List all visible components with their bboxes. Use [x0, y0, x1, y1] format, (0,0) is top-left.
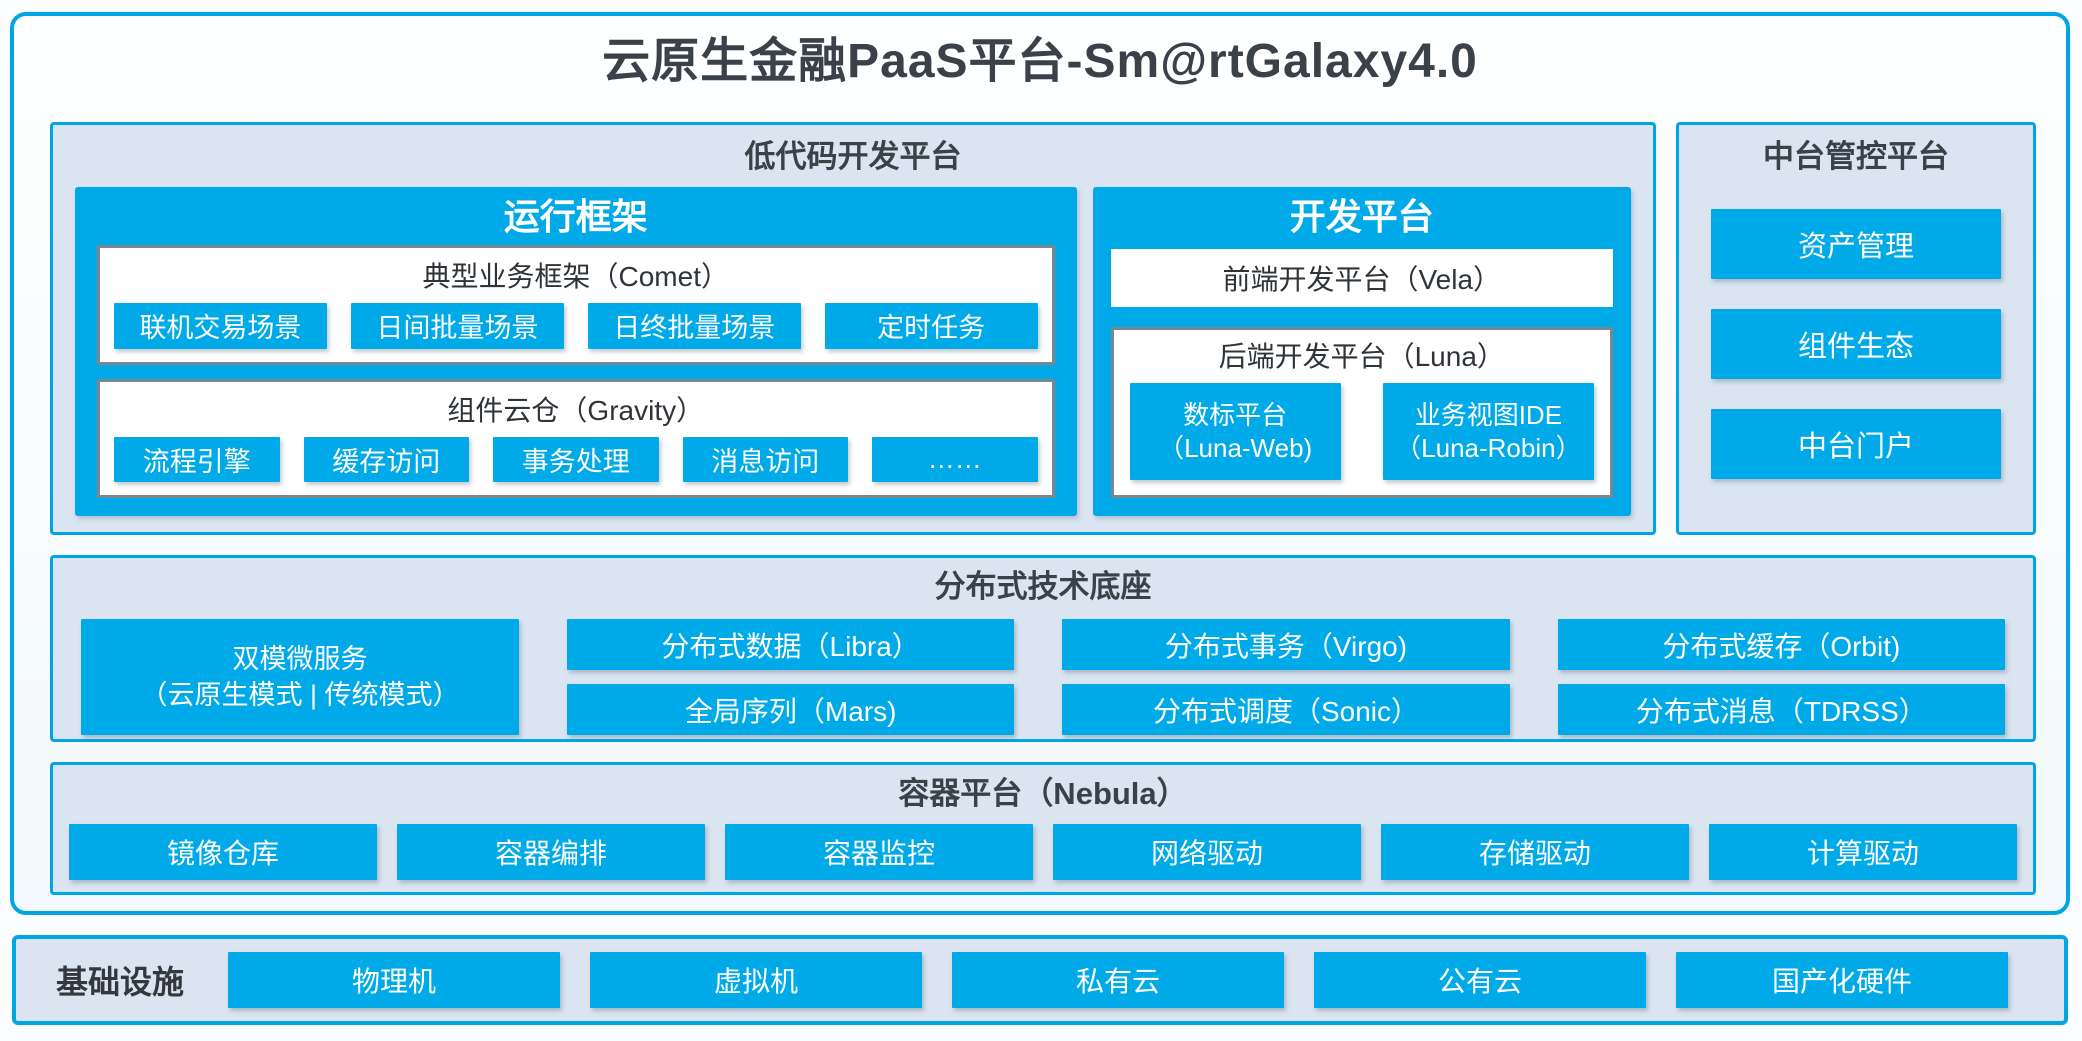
distributed-item-orbit: 分布式缓存（Orbit) [1557, 619, 2005, 670]
comet-item: 定时任务 [824, 303, 1038, 349]
container-item-monitoring: 容器监控 [725, 824, 1033, 880]
container-panel-title: 容器平台（Nebula） [898, 776, 1188, 811]
midplat-item-portal: 中台门户 [1711, 409, 2001, 479]
gravity-box: 组件云仓（Gravity） 流程引擎 缓存访问 事务处理 消息访问 …… [97, 378, 1055, 498]
lowcode-body: 运行框架 典型业务框架（Comet） 联机交易场景 日间批量场景 日终批量场景 … [75, 187, 1631, 516]
runtime-framework-box: 运行框架 典型业务框架（Comet） 联机交易场景 日间批量场景 日终批量场景 … [75, 187, 1077, 516]
infrastructure-label: 基础设施 [56, 964, 185, 1000]
distributed-item-libra: 分布式数据（Libra） [567, 619, 1015, 670]
gravity-item: 事务处理 [493, 436, 659, 482]
comet-title: 典型业务框架（Comet） [422, 261, 729, 292]
luna-item-line2: （Luna-Robin） [1395, 432, 1582, 463]
gravity-item: 缓存访问 [303, 436, 469, 482]
dual-microservice-box: 双模微服务 （云原生模式 | 传统模式） [81, 619, 519, 735]
runtime-stack: 典型业务框架（Comet） 联机交易场景 日间批量场景 日终批量场景 定时任务 … [75, 245, 1077, 516]
gravity-item: 消息访问 [682, 436, 848, 482]
page-title: 云原生金融PaaS平台-Sm@rtGalaxy4.0 [602, 35, 1478, 88]
distributed-item-virgo: 分布式事务（Virgo) [1062, 619, 1510, 670]
distributed-col: 分布式事务（Virgo) 分布式调度（Sonic） [1062, 619, 1510, 735]
luna-item-web: 数标平台 （Luna-Web) [1129, 383, 1341, 480]
distributed-item-mars: 全局序列（Mars) [567, 684, 1015, 735]
distributed-col: 分布式数据（Libra） 全局序列（Mars) [567, 619, 1015, 735]
midplat-panel: 中台管控平台 资产管理 组件生态 中台门户 [1676, 122, 2036, 535]
container-item-registry: 镜像仓库 [69, 824, 377, 880]
gravity-item: 流程引擎 [114, 436, 280, 482]
infrastructure-panel: 基础设施 物理机 虚拟机 私有云 公有云 国产化硬件 [12, 935, 2068, 1025]
midplat-item-ecosystem: 组件生态 [1711, 309, 2001, 379]
infra-item-public-cloud: 公有云 [1314, 952, 1647, 1008]
dual-microservice-line2: （云原生模式 | 传统模式） [140, 680, 460, 710]
gravity-title: 组件云仓（Gravity） [447, 394, 705, 426]
luna-box: 后端开发平台（Luna） 数标平台 （Luna-Web) 业务视图IDE （Lu… [1110, 327, 1613, 498]
luna-title: 后端开发平台（Luna） [1218, 341, 1505, 372]
midplat-items: 资产管理 组件生态 中台门户 [1711, 209, 2001, 479]
dev-platform-box: 开发平台 前端开发平台（Vela） 后端开发平台（Luna） 数标平台 （Lun… [1092, 187, 1631, 516]
comet-box: 典型业务框架（Comet） 联机交易场景 日间批量场景 日终批量场景 定时任务 [97, 245, 1055, 365]
gravity-items: 流程引擎 缓存访问 事务处理 消息访问 …… [114, 436, 1038, 482]
platform-frame: 云原生金融PaaS平台-Sm@rtGalaxy4.0 低代码开发平台 运行框架 … [10, 12, 2070, 915]
comet-item: 日终批量场景 [587, 303, 801, 349]
vela-box: 前端开发平台（Vela） [1110, 249, 1613, 307]
gravity-item-ellipsis: …… [872, 436, 1038, 482]
comet-items: 联机交易场景 日间批量场景 日终批量场景 定时任务 [114, 303, 1038, 349]
luna-item-line2: （Luna-Web) [1158, 432, 1313, 463]
lowcode-panel: 低代码开发平台 运行框架 典型业务框架（Comet） 联机交易场景 日间批量场景… [50, 122, 1656, 535]
infra-item-vm: 虚拟机 [590, 952, 923, 1008]
luna-item-line1: 业务视图IDE [1414, 399, 1563, 430]
distributed-panel-title: 分布式技术底座 [934, 569, 1152, 604]
container-item-network: 网络驱动 [1053, 824, 1361, 880]
infra-item-domestic-hw: 国产化硬件 [1676, 952, 2009, 1008]
row-top: 低代码开发平台 运行框架 典型业务框架（Comet） 联机交易场景 日间批量场景… [50, 122, 2036, 535]
runtime-framework-title: 运行框架 [503, 196, 648, 237]
distributed-panel: 分布式技术底座 双模微服务 （云原生模式 | 传统模式） 分布式数据（Libra… [50, 555, 2036, 742]
luna-items: 数标平台 （Luna-Web) 业务视图IDE （Luna-Robin） [1129, 383, 1594, 480]
midplat-panel-title: 中台管控平台 [1763, 139, 1949, 174]
infra-item-physical: 物理机 [228, 952, 561, 1008]
container-item-storage: 存储驱动 [1381, 824, 1689, 880]
infra-item-private-cloud: 私有云 [952, 952, 1285, 1008]
lowcode-panel-title: 低代码开发平台 [744, 139, 962, 174]
container-items: 镜像仓库 容器编排 容器监控 网络驱动 存储驱动 计算驱动 [69, 824, 2017, 880]
distributed-item-sonic: 分布式调度（Sonic） [1062, 684, 1510, 735]
comet-item: 联机交易场景 [114, 303, 327, 349]
dev-platform-title: 开发平台 [1289, 196, 1434, 237]
distributed-item-tdrss: 分布式消息（TDRSS） [1557, 684, 2005, 735]
luna-item-robin: 业务视图IDE （Luna-Robin） [1382, 383, 1594, 480]
container-item-orchestration: 容器编排 [397, 824, 705, 880]
container-item-compute: 计算驱动 [1709, 824, 2017, 880]
comet-item: 日间批量场景 [350, 303, 564, 349]
distributed-col: 分布式缓存（Orbit) 分布式消息（TDRSS） [1557, 619, 2005, 735]
container-panel: 容器平台（Nebula） 镜像仓库 容器编排 容器监控 网络驱动 存储驱动 计算… [50, 762, 2036, 895]
distributed-grid: 双模微服务 （云原生模式 | 传统模式） 分布式数据（Libra） 全局序列（M… [81, 619, 2005, 735]
midplat-item-asset: 资产管理 [1711, 209, 2001, 279]
luna-item-line1: 数标平台 [1183, 399, 1288, 430]
dual-microservice-line1: 双模微服务 [232, 644, 368, 674]
